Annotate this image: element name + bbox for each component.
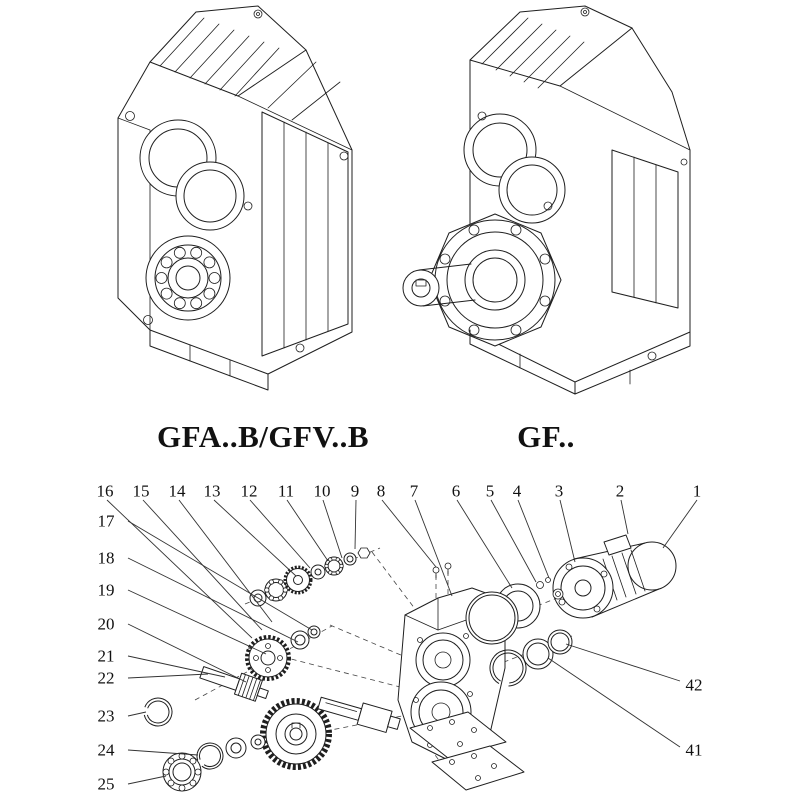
exploded-view-drawing [106, 499, 698, 792]
callout-24: 24 [97, 740, 115, 760]
callout-10: 10 [313, 481, 331, 501]
part-adapter-rings [465, 583, 541, 645]
callout-17: 17 [97, 511, 115, 531]
callout-1: 1 [692, 481, 702, 501]
callout-2: 2 [615, 481, 625, 501]
callout-25: 25 [97, 774, 115, 794]
part-bearing-cluster [162, 734, 266, 792]
callout-21: 21 [97, 646, 115, 666]
callout-11: 11 [277, 481, 295, 501]
figure-gearbox-gf-drawing [402, 5, 691, 395]
callout-6: 6 [451, 481, 461, 501]
caption-gfab-gfv: GFA..B/GFV..B [156, 419, 370, 454]
part-motor [536, 534, 677, 619]
callout-16: 16 [96, 481, 114, 501]
part-retaining-rings [489, 629, 573, 687]
callout-14: 14 [168, 481, 186, 501]
callout-7: 7 [409, 481, 419, 501]
callout-19: 19 [97, 580, 115, 600]
figure-gearbox-gfab-drawing [117, 5, 353, 391]
part-input-cluster [249, 547, 452, 607]
callout-23: 23 [97, 706, 115, 726]
callout-42: 42 [685, 675, 703, 695]
callout-9: 9 [350, 481, 360, 501]
callout-15: 15 [132, 481, 150, 501]
caption-gf: GF.. [517, 419, 575, 454]
callout-5: 5 [485, 481, 495, 501]
part-cover-plates [409, 711, 525, 791]
part-output-shaft [317, 696, 401, 733]
callout-20: 20 [97, 614, 115, 634]
callout-18: 18 [97, 548, 115, 568]
callout-13: 13 [203, 481, 221, 501]
callout-22: 22 [97, 668, 115, 688]
callout-4: 4 [512, 481, 522, 501]
callout-12: 12 [240, 481, 258, 501]
callout-41: 41 [685, 740, 703, 760]
callout-3: 3 [554, 481, 564, 501]
callout-leader-lines [106, 499, 698, 785]
callout-8: 8 [376, 481, 386, 501]
part-intermediate-gear-cluster [143, 625, 321, 727]
part-output-gear [260, 698, 332, 770]
